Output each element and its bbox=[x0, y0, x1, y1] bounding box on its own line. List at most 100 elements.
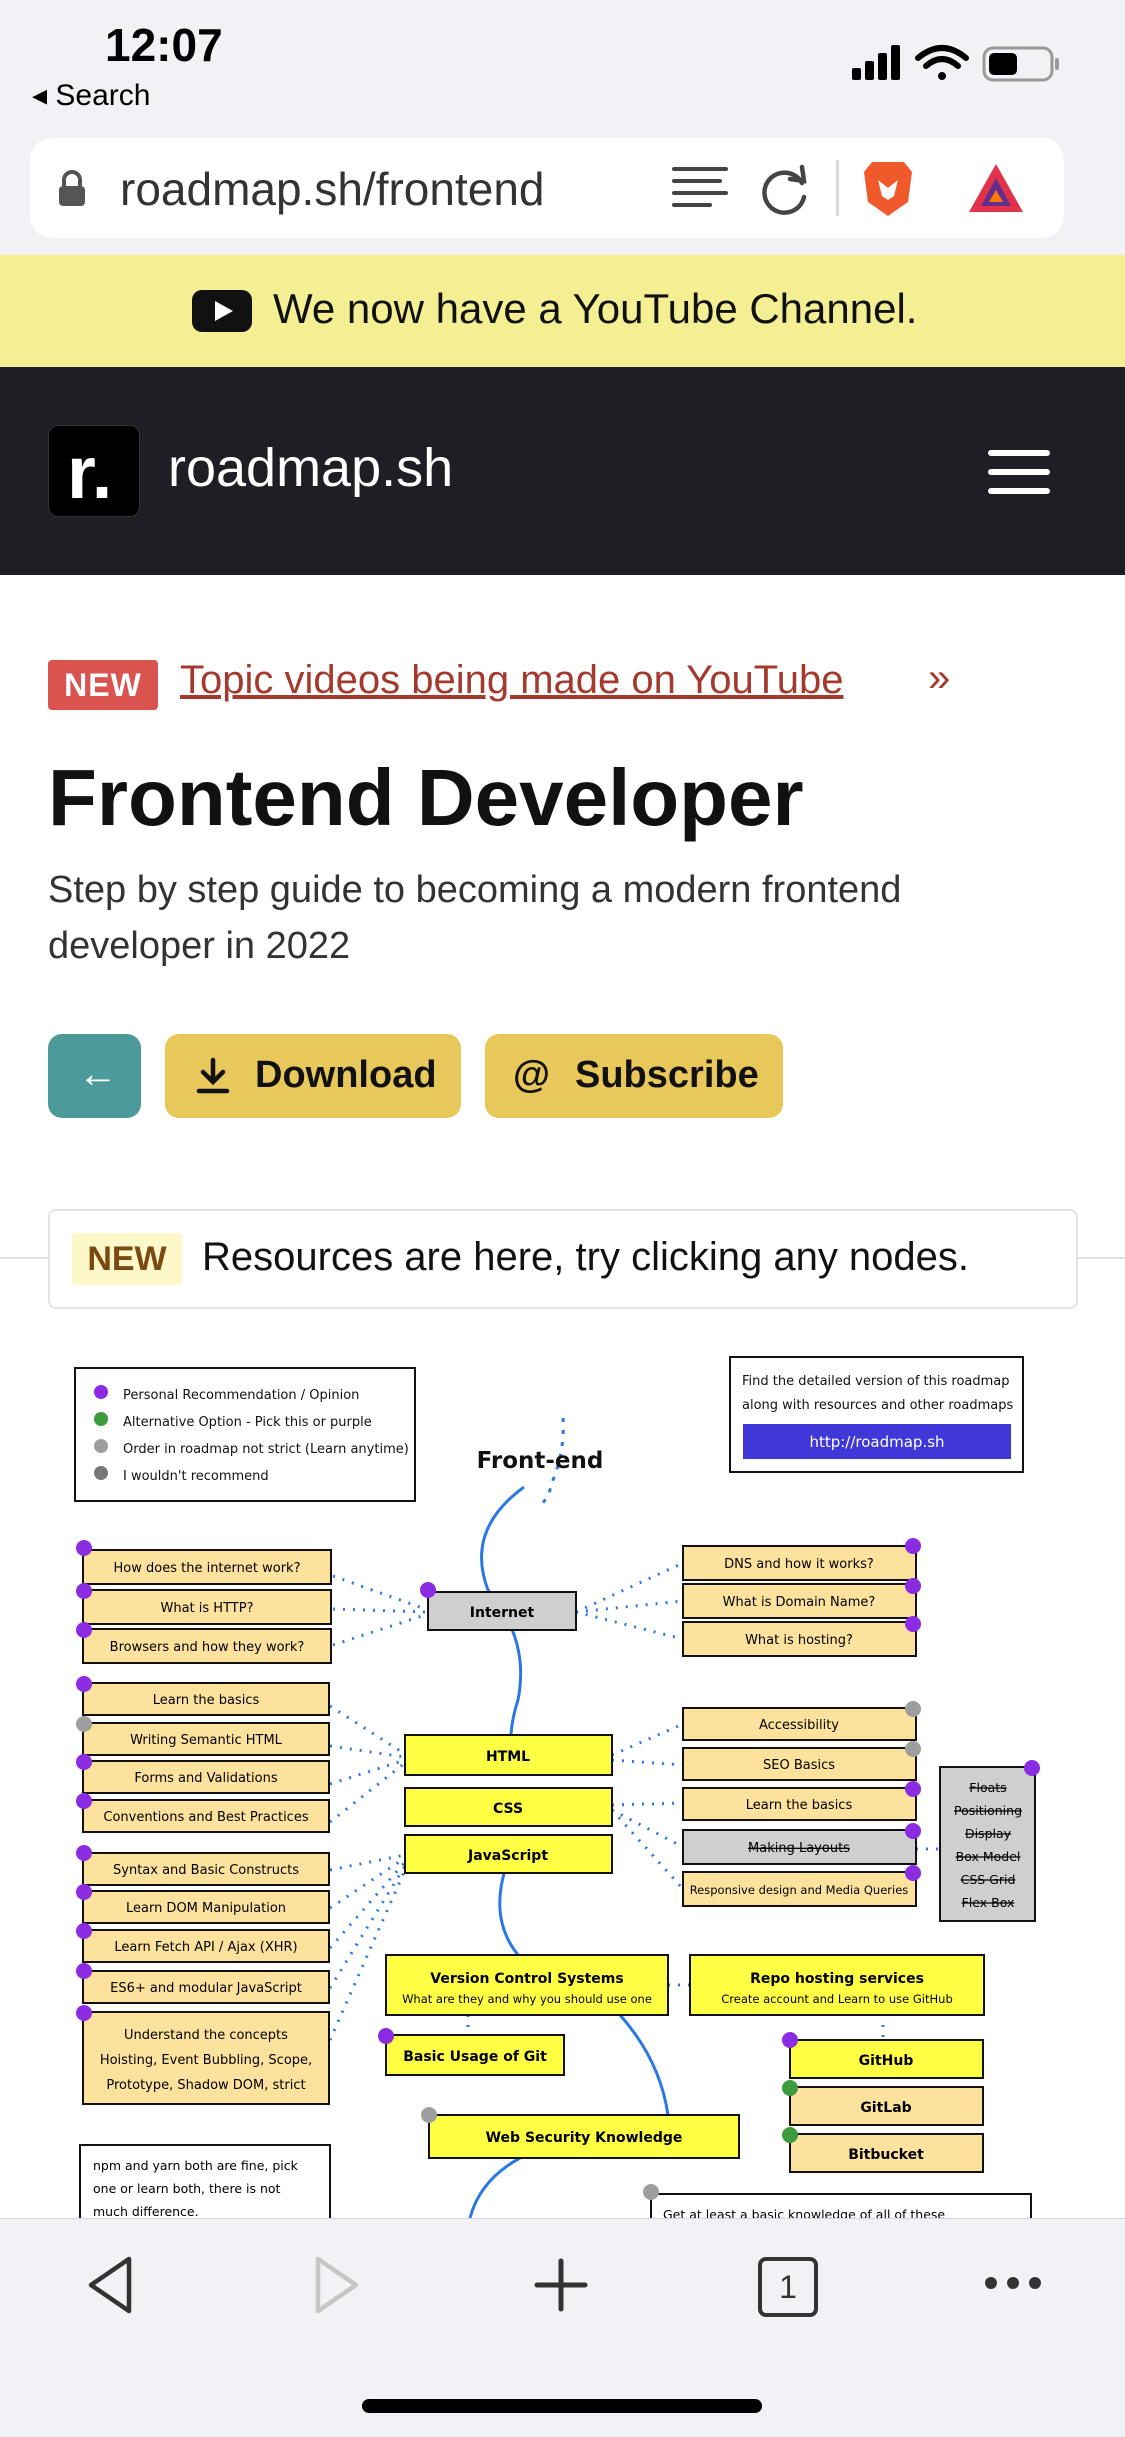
download-icon bbox=[196, 1057, 230, 1094]
roadmap-svg: Personal Recommendation / Opinion Altern… bbox=[74, 1356, 1040, 2218]
banner-text[interactable]: We now have a YouTube Channel. bbox=[273, 285, 918, 332]
node-accessibility[interactable] bbox=[682, 1707, 917, 1741]
new-tab-icon[interactable] bbox=[533, 2257, 589, 2313]
node-label: Create account and Learn to use GitHub bbox=[721, 1992, 953, 2006]
node-git-basics[interactable] bbox=[385, 2034, 565, 2076]
node-repo-hosting[interactable] bbox=[689, 1954, 985, 2016]
node-vcs[interactable] bbox=[385, 1954, 669, 2016]
node-internet-work[interactable] bbox=[82, 1549, 332, 1585]
back-to-search-link[interactable]: ◂ Search bbox=[32, 79, 151, 112]
site-brand[interactable]: roadmap.sh bbox=[168, 438, 454, 498]
node-label: Display bbox=[965, 1826, 1012, 1841]
node-dom[interactable] bbox=[82, 1890, 330, 1924]
site-logo[interactable]: r. bbox=[48, 425, 140, 517]
node-label: Learn the basics bbox=[746, 1798, 853, 1813]
page-subtitle: Step by step guide to becoming a modern … bbox=[48, 869, 902, 967]
node-label: Positioning bbox=[954, 1803, 1022, 1818]
home-indicator bbox=[362, 2399, 762, 2413]
node-js-syntax[interactable] bbox=[82, 1852, 330, 1886]
node-hosting[interactable] bbox=[682, 1621, 917, 1657]
node-internet[interactable] bbox=[427, 1591, 577, 1631]
node-conventions[interactable] bbox=[82, 1799, 330, 1833]
download-label: Download bbox=[255, 1054, 437, 1096]
node-label: GitHub bbox=[859, 2053, 914, 2069]
roadmap-diagram: Personal Recommendation / Opinion Altern… bbox=[0, 1340, 1125, 2218]
node-gitlab[interactable] bbox=[789, 2086, 984, 2126]
js-left-nodes: Syntax and Basic Constructs Learn DOM Ma… bbox=[82, 1852, 330, 2105]
youtube-icon bbox=[192, 290, 252, 332]
legend-grey-dot-icon bbox=[94, 1466, 108, 1480]
node-label: CSS bbox=[493, 1801, 523, 1817]
reload-icon[interactable] bbox=[756, 163, 812, 219]
hamburger-menu-icon[interactable] bbox=[988, 450, 1050, 507]
node-fetch[interactable] bbox=[82, 1929, 330, 1963]
css-right-nodes: Accessibility SEO Basics Learn the basic… bbox=[682, 1707, 917, 1907]
browser-bottom-toolbar: 1 bbox=[0, 2218, 1125, 2437]
node-bitbucket[interactable] bbox=[789, 2133, 984, 2173]
node-label: Learn DOM Manipulation bbox=[126, 1901, 286, 1916]
node-semantic-html[interactable] bbox=[82, 1722, 330, 1756]
cellular-signal-icon bbox=[852, 45, 900, 80]
more-options-icon[interactable] bbox=[983, 2275, 1043, 2291]
node-label: Learn the basics bbox=[153, 1693, 260, 1708]
page-title: Frontend Developer bbox=[48, 753, 804, 842]
node-label: Responsive design and Media Queries bbox=[690, 1883, 909, 1897]
node-forms[interactable] bbox=[82, 1760, 330, 1794]
node-label: GitLab bbox=[860, 2100, 911, 2116]
node-label: Learn Fetch API / Ajax (XHR) bbox=[114, 1940, 297, 1955]
topic-videos-link[interactable]: Topic videos being made on YouTube bbox=[180, 658, 844, 702]
node-js-concepts[interactable] bbox=[82, 2011, 330, 2105]
legend-purple-check-icon bbox=[94, 1385, 108, 1399]
node-javascript[interactable] bbox=[404, 1834, 613, 1874]
address-bar[interactable]: roadmap.sh/frontend bbox=[30, 138, 1064, 238]
node-domain-name[interactable] bbox=[682, 1583, 917, 1619]
node-http[interactable] bbox=[82, 1589, 332, 1625]
node-responsive[interactable] bbox=[682, 1871, 917, 1907]
node-css[interactable] bbox=[404, 1787, 613, 1827]
tabs-button[interactable]: 1 bbox=[758, 2257, 818, 2317]
node-dns[interactable] bbox=[682, 1545, 917, 1581]
brave-rewards-icon[interactable] bbox=[965, 160, 1027, 216]
subscribe-button[interactable]: @ Subscribe bbox=[485, 1034, 783, 1118]
info-link-button[interactable] bbox=[743, 1424, 1011, 1459]
node-layout-techniques[interactable] bbox=[939, 1766, 1036, 1922]
node-label: Internet bbox=[470, 1605, 535, 1621]
node-making-layouts[interactable] bbox=[682, 1829, 917, 1865]
node-label: Flex Box bbox=[962, 1895, 1015, 1910]
note-text: Get at least a basic knowledge of all of… bbox=[663, 2207, 945, 2218]
node-github[interactable] bbox=[789, 2039, 984, 2079]
info-text: Find the detailed version of this roadma… bbox=[742, 1374, 1010, 1389]
resources-new-badge: NEW bbox=[72, 1233, 182, 1285]
brave-shields-icon[interactable] bbox=[860, 158, 916, 220]
back-button[interactable]: ← bbox=[48, 1034, 141, 1118]
node-label: JavaScript bbox=[467, 1848, 548, 1864]
youtube-banner[interactable]: We now have a YouTube Channel. bbox=[0, 255, 1125, 367]
html-left-nodes: Learn the basics Writing Semantic HTML F… bbox=[82, 1682, 330, 1833]
status-time: 12:07 bbox=[105, 19, 223, 71]
download-button[interactable]: Download bbox=[165, 1034, 461, 1118]
at-sign-icon: @ bbox=[513, 1054, 551, 1096]
node-html-basics[interactable] bbox=[82, 1682, 330, 1716]
layout-subnodes: Floats Positioning Display Box Model CSS… bbox=[939, 1766, 1036, 1922]
url-text[interactable]: roadmap.sh/frontend bbox=[120, 163, 545, 215]
forward-nav-icon[interactable] bbox=[312, 2255, 362, 2315]
node-html[interactable] bbox=[404, 1734, 613, 1776]
node-label: Prototype, Shadow DOM, strict bbox=[106, 2078, 305, 2093]
resources-text: Resources are here, try clicking any nod… bbox=[202, 1235, 970, 1279]
tabs-count: 1 bbox=[779, 2269, 797, 2305]
node-label: Syntax and Basic Constructs bbox=[113, 1863, 299, 1878]
reader-mode-icon[interactable] bbox=[670, 163, 730, 213]
node-css-basics[interactable] bbox=[682, 1787, 917, 1821]
node-label: DNS and how it works? bbox=[724, 1557, 874, 1572]
status-icons bbox=[852, 45, 1059, 82]
back-nav-icon[interactable] bbox=[85, 2255, 135, 2315]
node-label: Floats bbox=[969, 1780, 1006, 1795]
npm-note bbox=[79, 2144, 331, 2218]
node-seo[interactable] bbox=[682, 1747, 917, 1781]
node-es6[interactable] bbox=[82, 1970, 330, 2004]
node-label: What is Domain Name? bbox=[723, 1595, 876, 1610]
note-text: one or learn both, there is not bbox=[93, 2181, 281, 2196]
node-label: Conventions and Best Practices bbox=[103, 1810, 308, 1825]
node-browsers[interactable] bbox=[82, 1628, 332, 1664]
node-web-security[interactable] bbox=[428, 2114, 740, 2159]
